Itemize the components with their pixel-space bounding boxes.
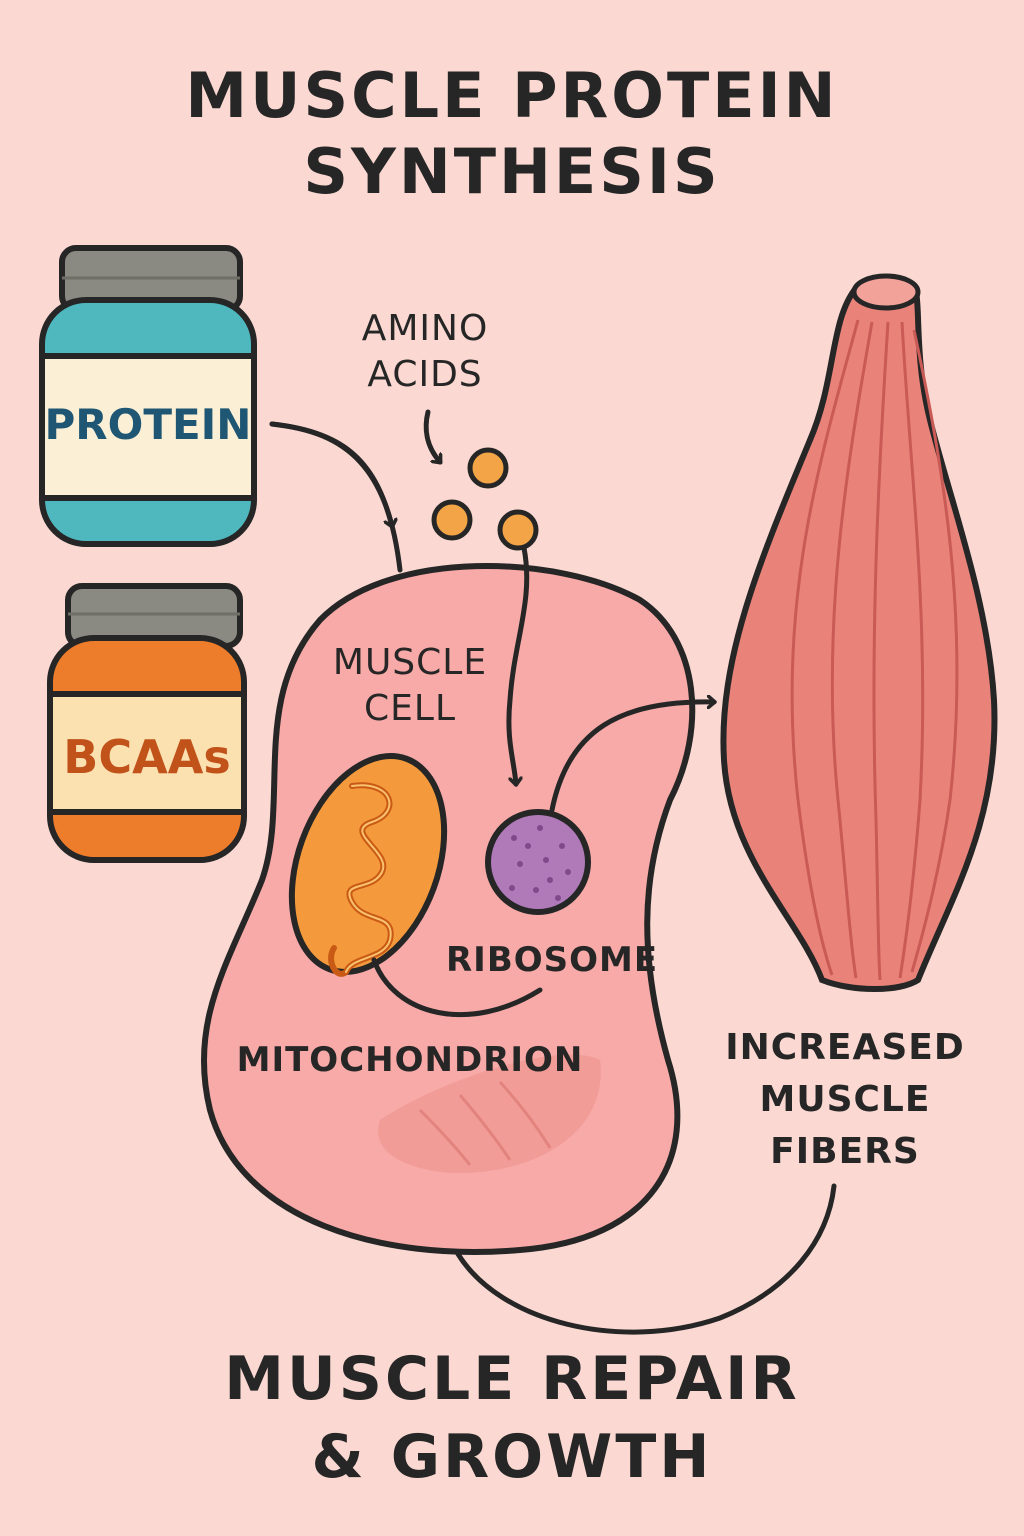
arrow-ribosome-to-muscle bbox=[549, 702, 714, 813]
page-title: MUSCLE PROTEIN SYNTHESIS bbox=[0, 58, 1024, 210]
amino-acid-3 bbox=[497, 509, 539, 551]
muscle-icon bbox=[720, 273, 998, 992]
arrow-amino-to-ribosome bbox=[506, 545, 530, 784]
connector-cell-to-fibers bbox=[455, 1183, 837, 1335]
bcaas-jar-label bbox=[47, 691, 247, 815]
bcaas-jar-text: BCAAs bbox=[63, 730, 231, 784]
arrow-protein-to-cell-head bbox=[269, 421, 392, 526]
cell-fibril-patch bbox=[378, 1054, 601, 1174]
protein-jar-text: PROTEIN bbox=[44, 400, 252, 449]
footer-title: MUSCLE REPAIR & GROWTH bbox=[0, 1340, 1024, 1496]
mitochondrion-icon bbox=[288, 753, 448, 977]
protein-jar-label bbox=[39, 353, 257, 501]
mitochondrion-label: MITOCHONDRION bbox=[236, 1040, 584, 1080]
arrow-label-to-aminos bbox=[423, 409, 443, 462]
amino-acid-2 bbox=[431, 499, 473, 541]
connector-mito-ribosome bbox=[371, 957, 543, 1018]
title-line-2: SYNTHESIS bbox=[303, 135, 721, 208]
protein-jar-icon bbox=[39, 245, 257, 547]
ribosome-label: RIBOSOME bbox=[446, 940, 659, 980]
muscle-cell-label: MUSCLE CELL bbox=[332, 642, 488, 729]
amino-acids-label: AMINO ACIDS bbox=[361, 308, 489, 395]
amino-acid-molecules bbox=[431, 447, 539, 551]
footer-line-2: & GROWTH bbox=[311, 1422, 713, 1492]
bcaas-jar-icon bbox=[47, 583, 247, 863]
muscle-striations bbox=[790, 319, 959, 981]
increased-fibers-label: INCREASED MUSCLE FIBERS bbox=[725, 1027, 965, 1172]
footer-line-1: MUSCLE REPAIR bbox=[224, 1344, 800, 1414]
ribosome-icon bbox=[485, 809, 591, 915]
cell-fibril-lines bbox=[418, 1080, 552, 1166]
title-line-1: MUSCLE PROTEIN bbox=[185, 59, 839, 132]
amino-acid-1 bbox=[467, 447, 509, 489]
